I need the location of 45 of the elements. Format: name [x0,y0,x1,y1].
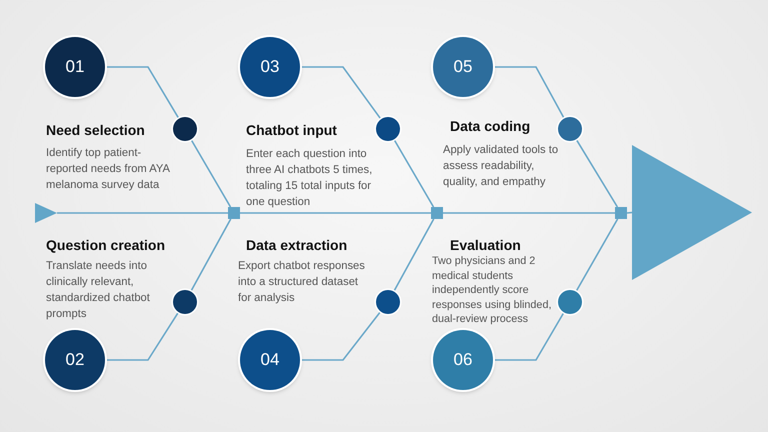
start-triangle [35,203,57,223]
junction-square [431,207,443,219]
connector-line [443,212,615,214]
connector-line [190,139,232,208]
connector-line [493,312,565,361]
step-heading: Need selection [46,121,146,139]
step-number-circle: 06 [433,330,493,390]
node-dot [173,117,197,141]
step-number-circle: 04 [240,330,300,390]
node-dot [558,117,582,141]
step-number-circle: 03 [240,37,300,97]
connector-line [393,218,434,292]
junction-square [228,207,240,219]
step-heading: Data extraction [246,236,348,254]
connector-line [493,66,565,119]
node-dot [376,290,400,314]
step-description: Enter each question into three AI chatbots 5 times, totaling 15 total inputs for one question [246,147,374,210]
node-dot [376,117,400,141]
step-description: Apply validated tools to assess readability, quality, and empathy [443,143,560,190]
node-dot [558,290,582,314]
step-heading: Data coding [450,117,532,135]
end-arrowhead-triangle [632,145,752,280]
connector-line [575,218,618,292]
step-number-circle: 05 [433,37,493,97]
node-dot [173,290,197,314]
connector-line [300,311,382,361]
step-heading: Evaluation [450,236,522,254]
connector-line [576,138,618,208]
step-number-circle: 02 [45,330,105,390]
connector-line [300,66,382,120]
connector-line [393,139,434,208]
connector-line [57,212,228,214]
connector-line [105,66,180,120]
step-description: Identify top patient-reported needs from AYA melanoma survey data [46,146,171,193]
step-description: Export chatbot responses into a structured dataset for analysis [238,259,366,306]
step-description: Translate needs into clinically relevant, standardized chatbot prompts [46,259,151,322]
step-description: Two physicians and 2 medical students independently score responses using blinded, dual-review process [432,254,552,326]
step-heading: Chatbot input [246,121,338,139]
connector-line [190,218,232,292]
connector-line [240,212,431,214]
junction-square [615,207,627,219]
step-number-circle: 01 [45,37,105,97]
connector-line [626,212,632,214]
connector-line [105,312,180,361]
step-heading: Question creation [46,236,166,254]
